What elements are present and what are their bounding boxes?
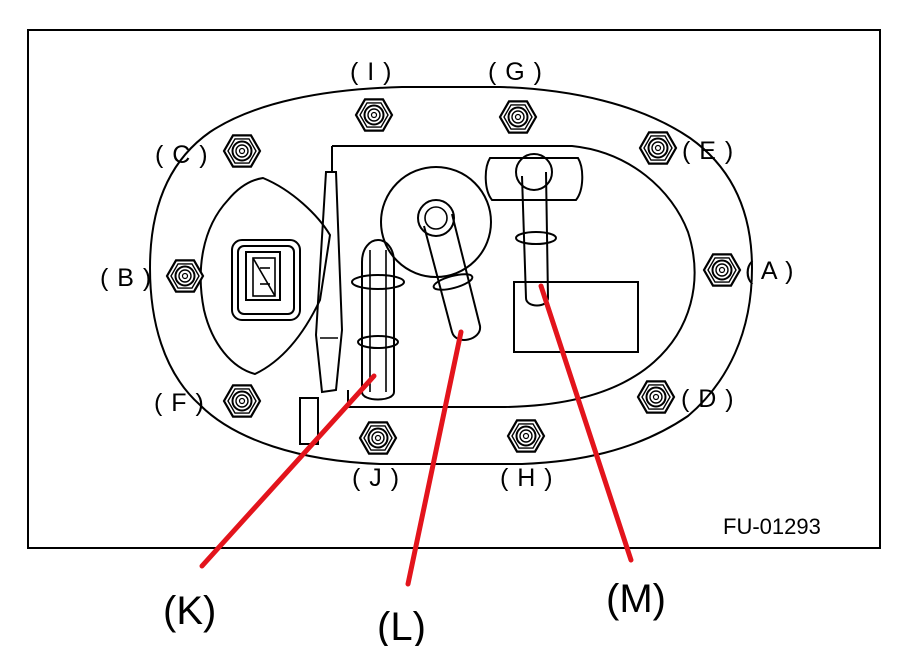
- pipe-m: [484, 153, 639, 353]
- leader-l: [405, 329, 464, 587]
- figure-frame: [27, 29, 881, 549]
- callout-label-k: (K): [163, 589, 216, 633]
- bolt-label-b: ( B ): [100, 264, 152, 292]
- flange-plate: [148, 86, 754, 465]
- bolt-label-i: ( I ): [350, 58, 393, 86]
- pipe-l: [380, 166, 492, 341]
- bolt-label-d: ( D ): [681, 385, 735, 413]
- bolt-f: [222, 384, 262, 418]
- bolt-label-f: ( F ): [154, 389, 205, 417]
- leader-m: [538, 283, 634, 563]
- bolt-b: [165, 259, 205, 293]
- electrical-connector: [245, 251, 281, 301]
- bolt-c: [222, 134, 262, 168]
- bolt-label-h: ( H ): [500, 464, 554, 492]
- bolt-j: [358, 421, 398, 455]
- callout-label-m: (M): [606, 577, 666, 621]
- bolt-g: [498, 100, 538, 134]
- leader-lines: [199, 283, 634, 587]
- leader-k: [199, 373, 377, 569]
- bolt-label-a: ( A ): [745, 257, 794, 285]
- harness-strip: [299, 171, 344, 445]
- connector-housing: [199, 176, 332, 376]
- bolt-label-e: ( E ): [682, 137, 734, 165]
- bolt-d: [636, 380, 676, 414]
- bolt-i: [354, 98, 394, 132]
- bolt-label-g: ( G ): [488, 58, 543, 86]
- bolt-h: [506, 419, 546, 453]
- callout-label-l: (L): [377, 605, 426, 646]
- bolt-label-j: ( J ): [352, 464, 400, 492]
- reference-code: FU-01293: [723, 514, 821, 539]
- bolt-e: [638, 131, 678, 165]
- pipe-k: [351, 238, 405, 401]
- bolt-label-c: ( C ): [155, 141, 209, 169]
- bolt-a: [702, 253, 742, 287]
